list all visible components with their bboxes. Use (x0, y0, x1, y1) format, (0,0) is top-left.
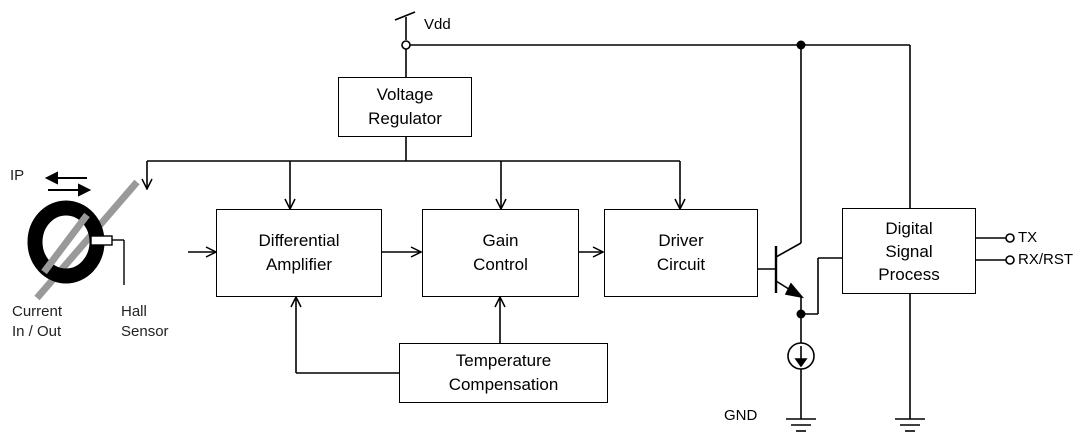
gain-control-label-line1: Gain (482, 231, 519, 250)
current-source-icon (787, 342, 815, 419)
emitter-wiring (800, 257, 842, 343)
regulator-bus (147, 137, 680, 209)
voltage-regulator-label-line2: Regulator (368, 109, 442, 128)
ip-direction-arrows-icon (44, 171, 92, 197)
vdd-label: Vdd (424, 16, 451, 33)
current-label-line1: Current (12, 303, 63, 320)
gain-control-block: Gain Control (422, 209, 579, 297)
dsp-label-line3: Process (878, 264, 940, 284)
digital-signal-process-block: Digital Signal Process (842, 208, 976, 294)
differential-amplifier-block: Differential Amplifier (216, 209, 382, 297)
temperature-compensation-label-line2: Compensation (448, 375, 559, 394)
ground-icon (786, 418, 816, 432)
dsp-label-line1: Digital (885, 218, 933, 238)
dsp-pins (976, 233, 1015, 265)
temp-comp-feedback (296, 297, 500, 374)
dsp-ground-icon (895, 294, 925, 432)
vdd-terminal (394, 11, 416, 50)
hall-sensor-label-line2: Sensor (121, 323, 169, 340)
voltage-regulator-label-line1: Voltage (376, 85, 434, 104)
tx-pin-label: TX (1018, 229, 1038, 246)
gnd-label: GND (724, 407, 758, 424)
differential-amplifier-label-line2: Amplifier (265, 255, 333, 274)
ip-label: IP (10, 167, 25, 184)
temperature-compensation-label-line1: Temperature (455, 351, 552, 370)
hall-sensor-label-line1: Hall (121, 303, 147, 320)
npn-transistor-icon (774, 45, 805, 299)
rx-rst-pin-label: RX/RST (1018, 251, 1074, 268)
voltage-regulator-block: Voltage Regulator (338, 77, 472, 137)
temperature-compensation-block: Temperature Compensation (399, 343, 608, 403)
current-sensor-icon (27, 179, 140, 301)
driver-circuit-label-line2: Circuit (656, 255, 706, 274)
driver-circuit-label-line1: Driver (658, 231, 704, 250)
dsp-label-line2: Signal (885, 241, 933, 261)
emitter-junction-dot (796, 309, 806, 319)
driver-circuit-block: Driver Circuit (604, 209, 758, 297)
vdd-rail (405, 44, 911, 208)
current-label-line2: In / Out (12, 323, 62, 340)
gain-control-label-line2: Control (473, 255, 528, 274)
differential-amplifier-label-line1: Differential (258, 231, 340, 250)
